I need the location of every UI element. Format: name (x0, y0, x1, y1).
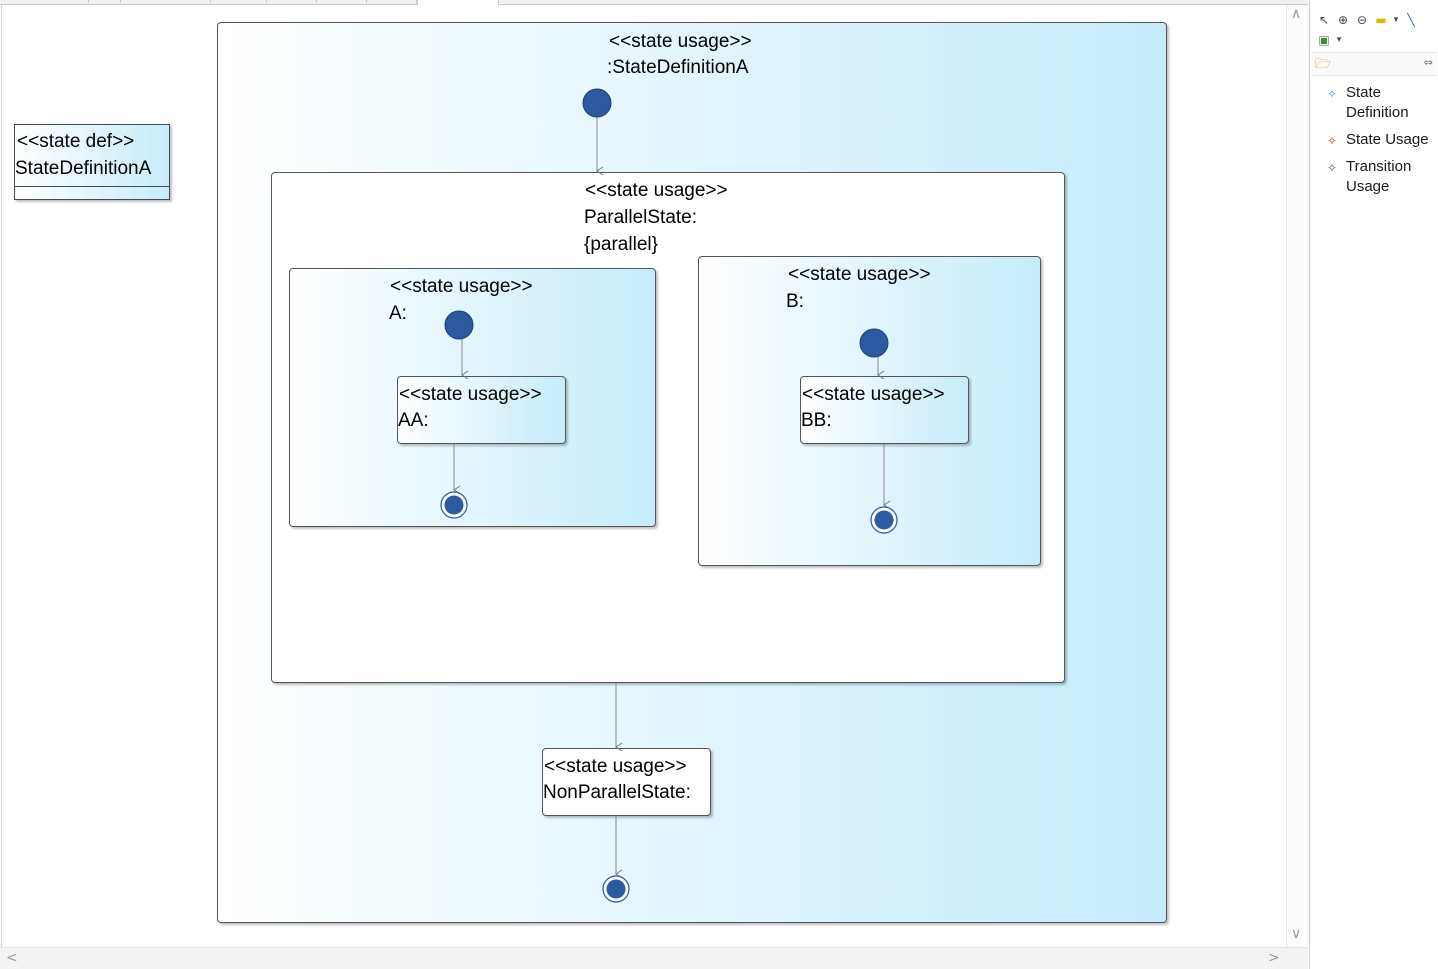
non-parallel-name: NonParallelState: (543, 782, 691, 803)
parallel-stereotype: <<state usage>> (585, 180, 728, 201)
state-definition-node[interactable]: <<state def>> StateDefinitionA (14, 124, 170, 200)
scroll-up-icon[interactable]: ∧ (1291, 6, 1302, 22)
state-definition-icon: ✧ (1327, 87, 1338, 101)
connection-icon[interactable]: ╲ (1407, 13, 1415, 27)
state-usage-icon: ✧ (1327, 134, 1338, 148)
vertical-scrollbar[interactable]: ∧ ∨ (1286, 5, 1309, 947)
outer-name: :StateDefinitionA (607, 57, 749, 78)
editor-tab[interactable] (88, 0, 121, 3)
dropdown-icon[interactable]: ▾ (1336, 35, 1342, 45)
palette-entry-transition-usage[interactable]: ✧ Transition Usage (1327, 157, 1436, 197)
palette-entry-label: Transition Usage (1346, 158, 1412, 195)
select-icon[interactable]: ↖ (1318, 13, 1330, 27)
editor-tab[interactable] (266, 0, 317, 3)
bb-stereotype: <<state usage>> (802, 384, 945, 405)
palette-entry-state-usage[interactable]: ✧ State Usage (1327, 130, 1436, 150)
editor-tab[interactable] (210, 0, 267, 3)
scroll-right-icon[interactable]: > (1268, 950, 1280, 966)
state-def-name: StateDefinitionA (15, 158, 152, 179)
region-b-stereotype: <<state usage>> (788, 264, 931, 285)
zoom-out-icon[interactable]: ⊖ (1356, 13, 1368, 27)
horizontal-scrollbar[interactable]: < > (0, 947, 1308, 969)
aa-name: AA: (398, 410, 429, 431)
palette-drawer-header[interactable]: 🗁 ⇔ (1311, 52, 1437, 76)
collapse-icon[interactable]: ⇔ (1423, 56, 1433, 69)
palette-toolbar-row2: ▣ ▾ (1316, 31, 1343, 49)
editor-tab[interactable] (366, 0, 417, 3)
zoom-in-icon[interactable]: ⊕ (1337, 13, 1349, 27)
editor-tab[interactable] (0, 0, 89, 3)
palette-entry-label: State Definition (1346, 84, 1409, 121)
dropdown-icon[interactable]: ▾ (1393, 15, 1399, 25)
palette-panel: ↖ ⊕ ⊖ ▬ ▾ ╲ ▣ ▾ 🗁 ⇔ ✧ State Definition ✧… (1309, 0, 1438, 969)
state-aa[interactable]: <<state usage>> AA: (397, 376, 566, 444)
note-icon[interactable]: ▬ (1375, 13, 1387, 27)
parallel-qualifier: {parallel} (584, 234, 658, 255)
parallel-name: ParallelState: (584, 207, 698, 228)
region-b-name: B: (786, 291, 804, 312)
non-parallel-state[interactable]: <<state usage>> NonParallelState: (542, 748, 711, 816)
scroll-left-icon[interactable]: < (6, 950, 18, 966)
palette-toolbar: ↖ ⊕ ⊖ ▬ ▾ ╲ (1316, 11, 1419, 29)
region-a-stereotype: <<state usage>> (390, 276, 533, 297)
compartment-divider (15, 186, 169, 187)
editor-tab[interactable] (120, 0, 211, 3)
scroll-down-icon[interactable]: ∨ (1291, 926, 1302, 942)
non-parallel-stereotype: <<state usage>> (544, 756, 687, 777)
palette-entry-label: State Usage (1346, 131, 1429, 148)
transition-usage-icon: ✧ (1327, 161, 1338, 175)
aa-stereotype: <<state usage>> (399, 384, 542, 405)
folder-icon: 🗁 (1315, 57, 1332, 72)
pin-icon[interactable]: ▣ (1318, 33, 1330, 47)
editor-tab[interactable] (316, 0, 367, 3)
bb-name: BB: (801, 410, 832, 431)
outer-stereotype: <<state usage>> (609, 31, 752, 52)
region-a-name: A: (389, 303, 407, 324)
state-bb[interactable]: <<state usage>> BB: (800, 376, 969, 444)
palette-entry-state-definition[interactable]: ✧ State Definition (1327, 83, 1436, 123)
state-def-stereotype: <<state def>> (17, 131, 135, 152)
